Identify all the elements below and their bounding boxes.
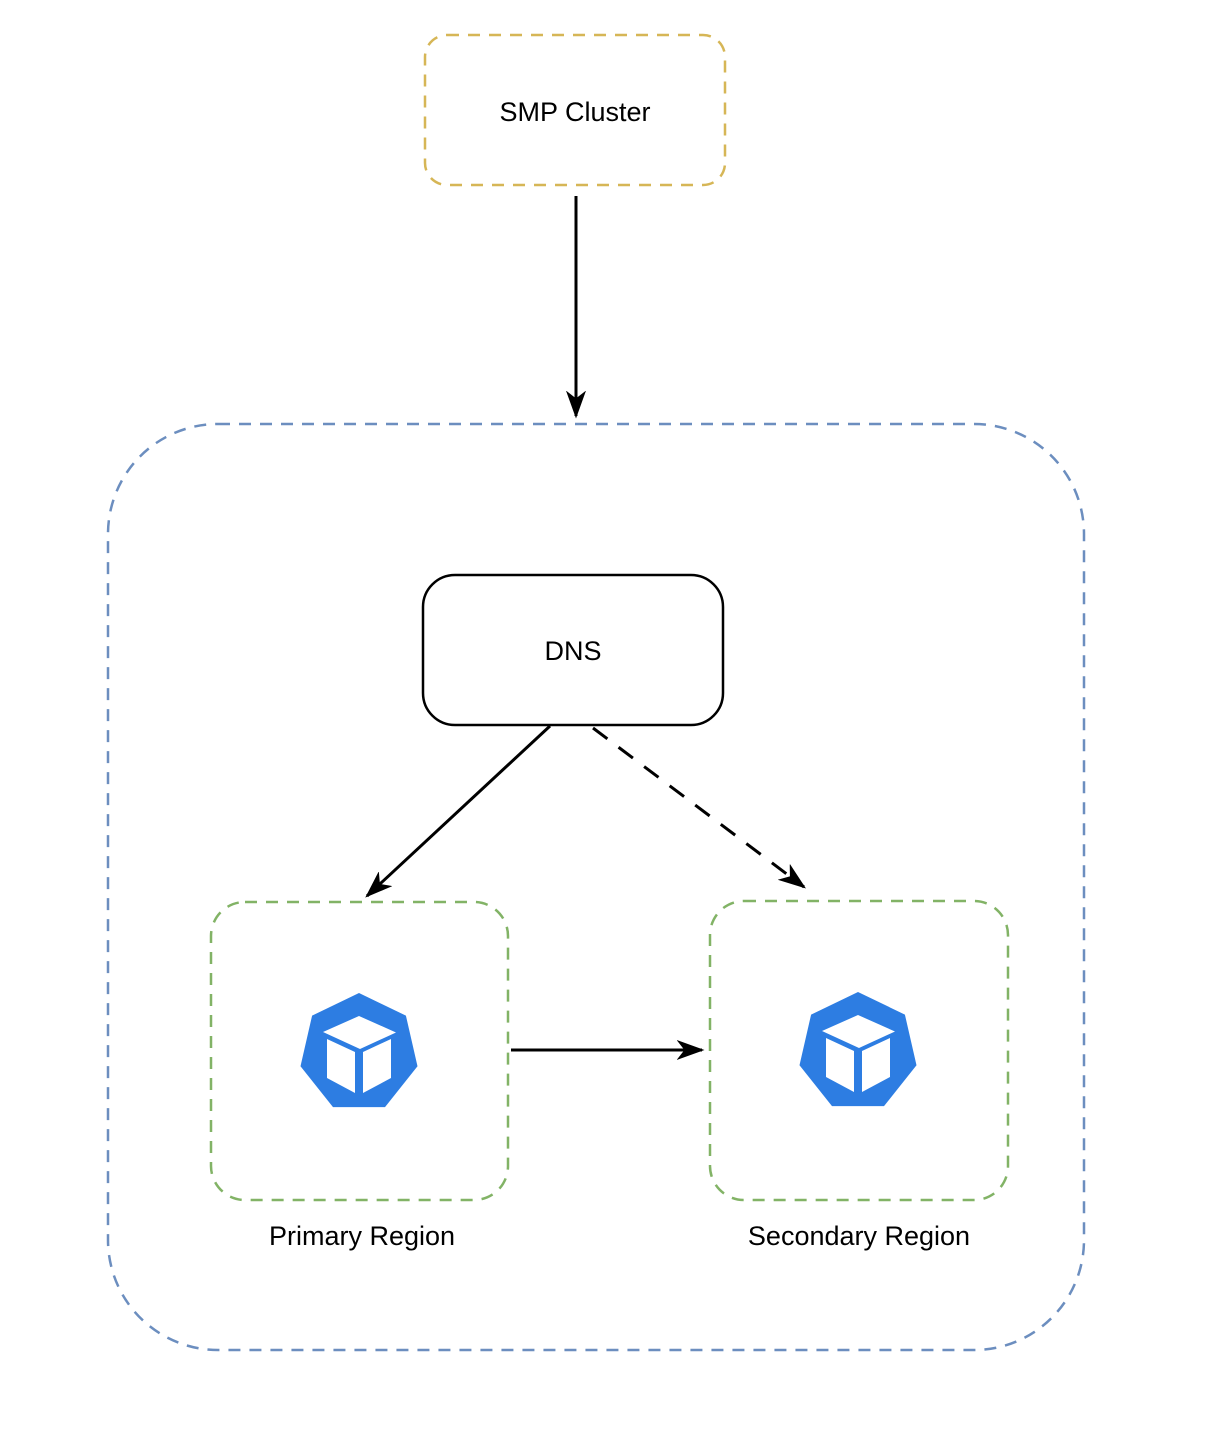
- heptagon-shape: [300, 993, 418, 1108]
- dns-label: DNS: [544, 636, 601, 666]
- kubernetes-cluster-icon: [799, 992, 917, 1107]
- cube-left-face: [327, 1039, 355, 1093]
- dns-node: [421, 573, 725, 727]
- smp-cluster-node: [423, 33, 727, 187]
- primary-region-box: [209, 900, 510, 1202]
- cube-left-face: [826, 1038, 854, 1092]
- secondary-region-label: Secondary Region: [748, 1221, 970, 1251]
- cube-top-face: [323, 1016, 396, 1049]
- secondary-region-box: [708, 899, 1010, 1202]
- cube-right-face: [363, 1039, 391, 1093]
- heptagon-shape: [799, 992, 917, 1107]
- edge-dns-to-primary: [367, 724, 552, 896]
- primary-region-label: Primary Region: [269, 1221, 455, 1251]
- smp-cluster-label: SMP Cluster: [499, 97, 650, 127]
- kubernetes-cluster-icon: [300, 993, 418, 1108]
- cube-top-face: [822, 1015, 895, 1048]
- dns-zone-container: [106, 422, 1086, 1352]
- edge-dns-to-secondary: [592, 726, 804, 887]
- cube-right-face: [862, 1038, 890, 1092]
